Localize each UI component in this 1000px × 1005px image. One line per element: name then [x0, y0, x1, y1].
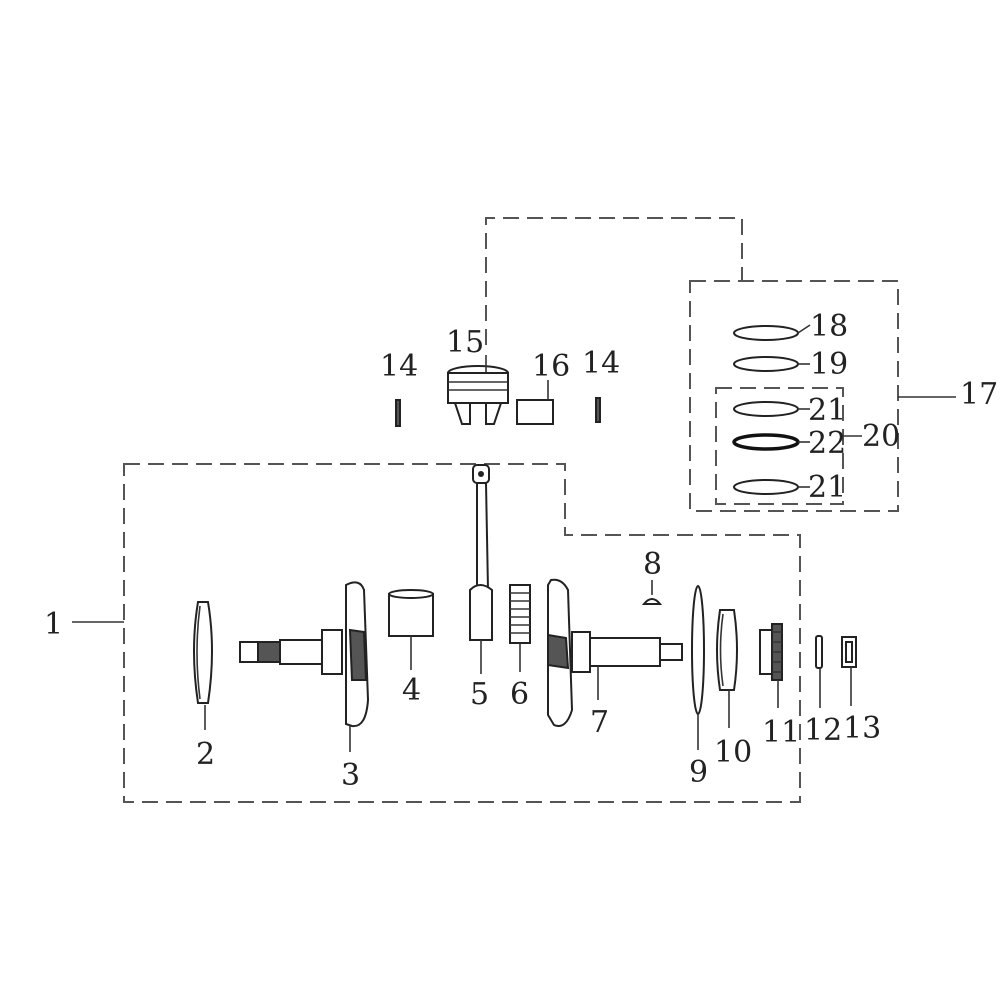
part-22-expander [732, 433, 800, 451]
piston-ring-set-group-box [689, 280, 899, 512]
callout-4: 4 [402, 673, 421, 708]
callout-5: 5 [470, 677, 489, 712]
part-14-circlip-right [595, 397, 601, 423]
part-9-washer [691, 585, 705, 715]
callout-10: 10 [714, 735, 752, 770]
callout-2: 2 [196, 737, 215, 772]
part-14-circlip-left [395, 399, 401, 427]
piston-group-connector [485, 217, 743, 345]
callout-21-upper: 21 [808, 393, 846, 428]
callout-16: 16 [532, 349, 570, 384]
part-6-roller-bearing [509, 584, 531, 644]
callout-20: 20 [862, 419, 900, 454]
part-8-woodruff-key [641, 598, 663, 605]
callout-6: 6 [510, 677, 529, 712]
leader-lines [72, 324, 956, 752]
callout-8: 8 [643, 547, 662, 582]
callout-19: 19 [810, 347, 848, 382]
oil-ring-subgroup-box [715, 387, 844, 505]
part-13-nut [841, 636, 857, 668]
callout-1: 1 [44, 607, 63, 642]
part-3-crankshaft-left-half [239, 581, 370, 728]
callout-13: 13 [843, 711, 881, 746]
callout-17: 17 [960, 377, 998, 412]
part-21-rail-lower [733, 479, 799, 495]
crankshaft-assembly-group-box [123, 463, 801, 803]
part-7-crankshaft-right-half [547, 578, 683, 727]
part-11-drive-gear [759, 623, 783, 681]
part-18-top-ring [733, 325, 799, 341]
callout-14-right: 14 [582, 346, 620, 381]
callout-18: 18 [810, 309, 848, 344]
part-10-bearing [716, 609, 738, 691]
callout-14-left: 14 [380, 349, 418, 384]
part-15-piston [447, 365, 509, 425]
callout-12: 12 [804, 713, 842, 748]
part-19-second-ring [733, 356, 799, 372]
callout-22: 22 [808, 426, 846, 461]
part-5-connecting-rod [469, 464, 493, 641]
part-12-washer [815, 635, 823, 669]
callout-21-lower: 21 [808, 470, 846, 505]
callout-11: 11 [762, 715, 800, 750]
callout-9: 9 [689, 755, 708, 790]
callout-3: 3 [341, 758, 360, 793]
part-16-piston-pin [516, 399, 554, 425]
part-21-rail-upper [733, 401, 799, 417]
part-4-needle-bearing-sleeve [388, 589, 434, 637]
callout-7: 7 [590, 705, 609, 740]
callout-15: 15 [446, 325, 484, 360]
part-2-bearing [193, 601, 213, 704]
